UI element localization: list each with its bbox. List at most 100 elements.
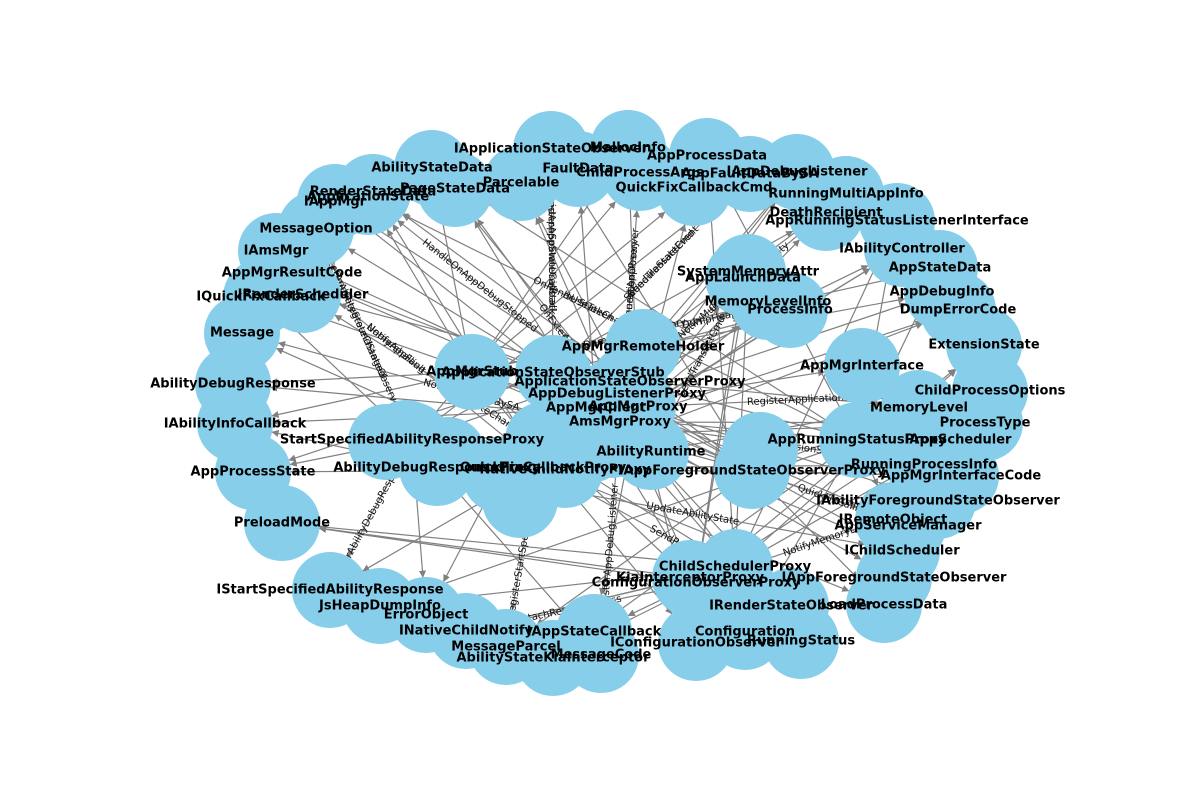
graph-node-circle (752, 272, 828, 348)
graph-node-label: IAppDebugListener (727, 165, 869, 180)
graph-node-label: AppMgrResultCode (222, 266, 363, 281)
graph-node-label: MessageOption (259, 222, 372, 237)
graph-node-label: AbilityDebugResponse (150, 377, 316, 392)
graph-node-label: IAbilityForegroundStateObserver (816, 494, 1060, 509)
graph-node-label: ChildProcessArgs (576, 166, 704, 181)
graph-node-label: IRemoteObject (839, 513, 948, 528)
graph-node-label: IRenderStateObserver (709, 599, 873, 614)
graph-edge (347, 248, 554, 374)
graph-node-circle (265, 257, 341, 333)
graph-node-label: IConfigurationObserver (610, 636, 782, 651)
graph-node-circle (658, 605, 734, 681)
graph-node-label: IStartSpecifiedAbilityResponse (216, 583, 443, 598)
graph-node-label: RunningMultiAppInfo (768, 187, 924, 202)
edge-label: RegisterAppStateCallback (545, 185, 557, 315)
graph-node-label: IAppForegroundStateObserver (782, 571, 1007, 586)
graph-node-circle (658, 545, 734, 621)
graph-node-label: AppStateData (889, 261, 992, 276)
graph-node-label: ExtensionState (928, 338, 1039, 353)
graph-node-label: IApplicationStateObserver (454, 142, 649, 157)
graph-node-circle (244, 485, 320, 561)
graph-node-label: AppMgrProxy (588, 400, 688, 415)
graph-node-label: AppMgrRemoteHolder (562, 340, 725, 355)
graph-node-label: ChildProcessOptions (915, 384, 1066, 399)
graph-node-label: AppLaunchData (685, 271, 801, 286)
graph-node-circle (434, 334, 510, 410)
graph-edge (455, 196, 618, 395)
graph-node-label: IAbilityInfoCallback (164, 417, 307, 432)
graph-node-label: AppProcessData (647, 149, 767, 164)
graph-edge (411, 201, 616, 441)
graph-node-label: MessageParcel (451, 640, 560, 655)
graph-node-label: PageStateData (400, 182, 510, 197)
graph-node-label: ProcessInfo (747, 303, 833, 318)
graph-node-label: MemoryLevel (870, 401, 968, 416)
graph-node-label: IAppForegroundStateObserverProxy (619, 464, 886, 479)
graph-node-label: RunningProcessInfo (851, 458, 997, 473)
graph-edge (403, 214, 753, 472)
graph-node-label: SystemMemoryAttr (677, 265, 820, 280)
graph-node-label: IChildScheduler (844, 544, 960, 559)
graph-node-label: AmsMgrProxy (569, 415, 671, 430)
graph-node-label: AppProcessState (191, 465, 316, 480)
graph-node-label: MemoryLevelInfo (705, 295, 832, 310)
graph-node-label: IAmsMgr (244, 244, 309, 259)
graph-node-label: IAppMgr (304, 195, 367, 210)
graph-node-circle (540, 131, 616, 207)
graph-node-circle (399, 430, 475, 506)
edge-label: SendAppSpawnUninstall (545, 189, 557, 311)
graph-node-label: ApplicationStateObserverStub (441, 366, 664, 381)
graph-node-circle (515, 620, 591, 696)
graph-node-label: AbilityRuntime (597, 445, 706, 460)
graph-node-label: ApplicationState (307, 190, 429, 205)
graph-node-circle (613, 414, 689, 490)
graph-node-label: AppMgrStub (426, 365, 517, 380)
graph-node-label: ConfigurationObserverProxy (592, 576, 801, 591)
graph-node-label: DumpErrorCode (900, 303, 1017, 318)
node-layer: AbilityStateDataIApplicationStateObserve… (150, 110, 1066, 696)
graph-node-label: INativeChildNotify (399, 624, 534, 639)
graph-node-label: ApplicationStateObserverProxy (514, 375, 746, 390)
graph-node-circle (819, 402, 895, 478)
graph-node-label: AppMgrInterfaceCode (881, 469, 1042, 484)
graph-node-label: NativeChildNotifyProxy (480, 463, 651, 478)
graph-node-label: AppDebugListenerProxy (528, 387, 706, 402)
graph-node-label: QuickFixCallbackCmd (616, 181, 773, 196)
graph-node-label: AppMgrClient (546, 401, 646, 416)
graph-node-label: IRenderScheduler (238, 288, 369, 303)
graph-node-label: RunningStatus (747, 634, 856, 649)
graph-node-circle (788, 175, 864, 251)
graph-node-label: QuickFixCallbackProxy (460, 461, 627, 476)
graph-node-label: AbilityDebugResponseProxy (333, 461, 541, 476)
graph-node-label: ErrorObject (384, 608, 469, 623)
graph-node-label: AppServiceManager (835, 519, 983, 534)
graph-node-label: RenderStateData (310, 185, 437, 200)
graph-node-label: FaultData (542, 162, 613, 177)
graph-node-label: AppMgrInterface (800, 359, 924, 374)
graph-node-label: ChildSchedulerProxy (659, 560, 812, 575)
graph-node-circle (763, 603, 839, 679)
graph-node-label: AppRunningStatusListenerInterface (765, 214, 1029, 229)
graph-node-label: LoadProcessData (821, 598, 948, 613)
graph-node-label: Parcelable (483, 176, 560, 191)
graph-node-label: Configuration (695, 625, 795, 640)
graph-node-label: MessageCode (551, 648, 652, 663)
graph-edge (536, 470, 753, 626)
graph-edge (318, 525, 691, 579)
graph-edge (318, 525, 697, 584)
graph-node-label: PreloadMode (234, 516, 330, 531)
graph-node-circle (527, 432, 603, 508)
graph-node-label: DeathRecipient (770, 206, 883, 221)
graph-node-label: AppFaultDataBySA (681, 167, 819, 182)
graph-edge (471, 308, 732, 373)
graph-node-label: AppRunningStatusProxy (768, 433, 947, 448)
graph-node-label: IAppScheduler (905, 433, 1012, 448)
graph-node-circle (417, 151, 493, 227)
graph-node-circle (483, 145, 559, 221)
graph-edge (326, 285, 554, 374)
graph-node-label: StartSpecifiedAbilityResponseProxy (280, 433, 545, 448)
graph-node-label: AppDebugInfo (890, 285, 995, 300)
graph-edge (552, 200, 724, 374)
graph-node-label: IAbilityController (839, 242, 965, 257)
